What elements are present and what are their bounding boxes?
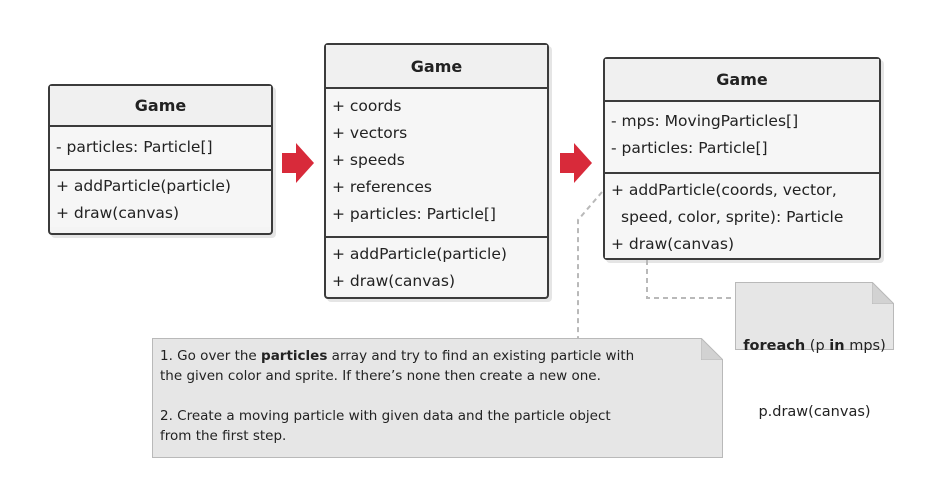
method-add-particle-cont: speed, color, sprite): Particle: [621, 208, 844, 226]
class-box-game-1: Game - particles: Particle[] + addPartic…: [48, 84, 273, 235]
note-draw-line-1: foreach (p in mps): [743, 338, 886, 354]
fields-section: - particles: Particle[]: [50, 127, 271, 169]
methods-section: + addParticle(particle) + draw(canvas): [326, 236, 547, 295]
class-box-game-3: Game - mps: MovingParticles[] - particle…: [603, 57, 881, 260]
methods-section: + addParticle(particle) + draw(canvas): [50, 169, 271, 227]
method-add-particle: + addParticle(coords, vector,: [611, 181, 837, 199]
arrow-right-icon: [560, 143, 592, 183]
method-add-particle: + addParticle(particle): [332, 245, 507, 263]
field-vectors: + vectors: [332, 124, 408, 142]
method-add-particle: + addParticle(particle): [56, 177, 231, 195]
note-step-1-line-1: 1. Go over the particles array and try t…: [160, 348, 635, 364]
class-title: Game: [326, 45, 547, 89]
note-step-2-line-1: 2. Create a moving particle with given d…: [160, 408, 611, 424]
field-particles: + particles: Particle[]: [332, 205, 496, 223]
note-fold-icon: [872, 282, 894, 304]
note-add-particle: [152, 338, 723, 458]
class-title: Game: [605, 59, 879, 102]
field-particles: - particles: Particle[]: [56, 138, 213, 156]
method-draw: + draw(canvas): [332, 272, 455, 290]
note-connector: [577, 191, 603, 338]
note-connector: [646, 260, 738, 299]
arrow-right-icon: [282, 143, 314, 183]
method-draw: + draw(canvas): [611, 235, 734, 253]
methods-section: + addParticle(coords, vector, speed, col…: [605, 172, 879, 258]
note-fold-icon: [701, 338, 723, 360]
field-references: + references: [332, 178, 433, 196]
method-draw: + draw(canvas): [56, 204, 179, 222]
fields-section: - mps: MovingParticles[] - particles: Pa…: [605, 102, 879, 172]
note-draw-text: foreach (p in mps) p.draw(canvas): [735, 291, 894, 445]
note-step-2-line-2: from the first step.: [160, 428, 287, 444]
fields-section: + coords + vectors + speeds + references…: [326, 89, 547, 236]
class-title: Game: [50, 86, 271, 127]
note-step-1-line-2: the given color and sprite. If there’s n…: [160, 368, 601, 384]
note-add-particle-text: 1. Go over the particles array and try t…: [160, 346, 634, 446]
note-draw: [735, 282, 894, 350]
field-speeds: + speeds: [332, 151, 405, 169]
field-coords: + coords: [332, 97, 402, 115]
keyword-foreach: foreach: [743, 338, 806, 354]
keyword-in: in: [829, 338, 845, 354]
field-particles: - particles: Particle[]: [611, 139, 768, 157]
field-mps: - mps: MovingParticles[]: [611, 112, 799, 130]
keyword-particles: particles: [261, 348, 328, 364]
note-draw-line-2: p.draw(canvas): [758, 404, 871, 420]
class-box-game-2: Game + coords + vectors + speeds + refer…: [324, 43, 549, 299]
